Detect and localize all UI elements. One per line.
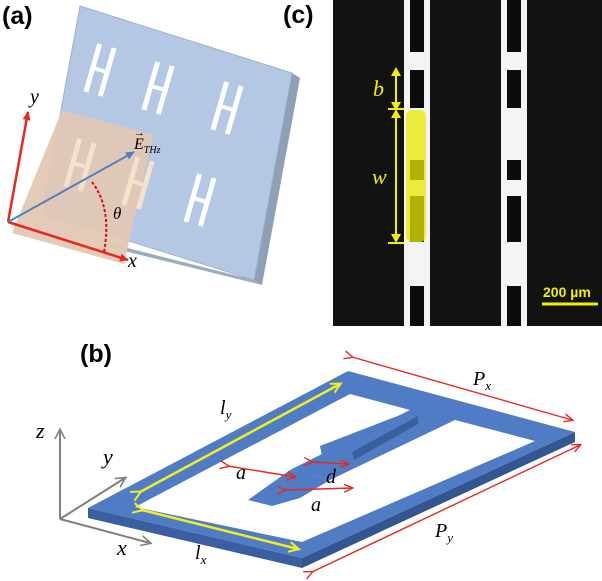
panel-b-dim-a-top: a	[236, 462, 246, 484]
panel-b-dim-px: Px	[473, 368, 491, 393]
axis-x-arrow	[7, 220, 129, 262]
angle-arc	[91, 181, 108, 253]
panel-b-label: (b)	[80, 340, 112, 368]
panel-c-dim-b: b	[373, 76, 384, 101]
highlight-region	[406, 110, 426, 242]
dim-red-arrows	[228, 357, 580, 572]
panel-b-dim-ly: ly	[220, 397, 232, 422]
substrate-slab	[41, 5, 300, 285]
h-resonator-array	[63, 43, 244, 227]
panel-a-field-label: →ETHz	[134, 127, 161, 157]
panel-a-angle: θ	[113, 204, 122, 223]
panel-b-axis-y: y	[103, 444, 113, 469]
micrograph-strip-left	[404, 0, 430, 326]
panel-b-axis-x: x	[117, 535, 127, 560]
axis-y-arrow	[6, 111, 31, 223]
panel-a-label: (a)	[2, 2, 33, 30]
dim-b-arrow	[388, 67, 404, 111]
field-vector-arrow-icon: →	[134, 127, 145, 139]
panel-c-scale-label: 200 µm	[543, 284, 591, 300]
panel-c-dim-w: w	[372, 164, 387, 189]
panel-b-dim-lx: lx	[195, 542, 207, 567]
dim-lx-arrow	[142, 510, 298, 549]
panel-a-axis-y: y	[30, 86, 39, 108]
panel-b-dim-a-bottom: a	[311, 494, 321, 516]
panel-b-dim-d: d	[326, 466, 336, 488]
panel-b-dim-py: Py	[435, 520, 453, 545]
micrograph-strip-right	[501, 0, 527, 326]
beam-region	[12, 110, 153, 264]
panel-c-label: (c)	[283, 1, 314, 29]
panel-b-axis-z: z	[36, 418, 45, 443]
panel-a-axis-x: x	[128, 250, 137, 272]
dim-w-arrow	[388, 109, 404, 244]
